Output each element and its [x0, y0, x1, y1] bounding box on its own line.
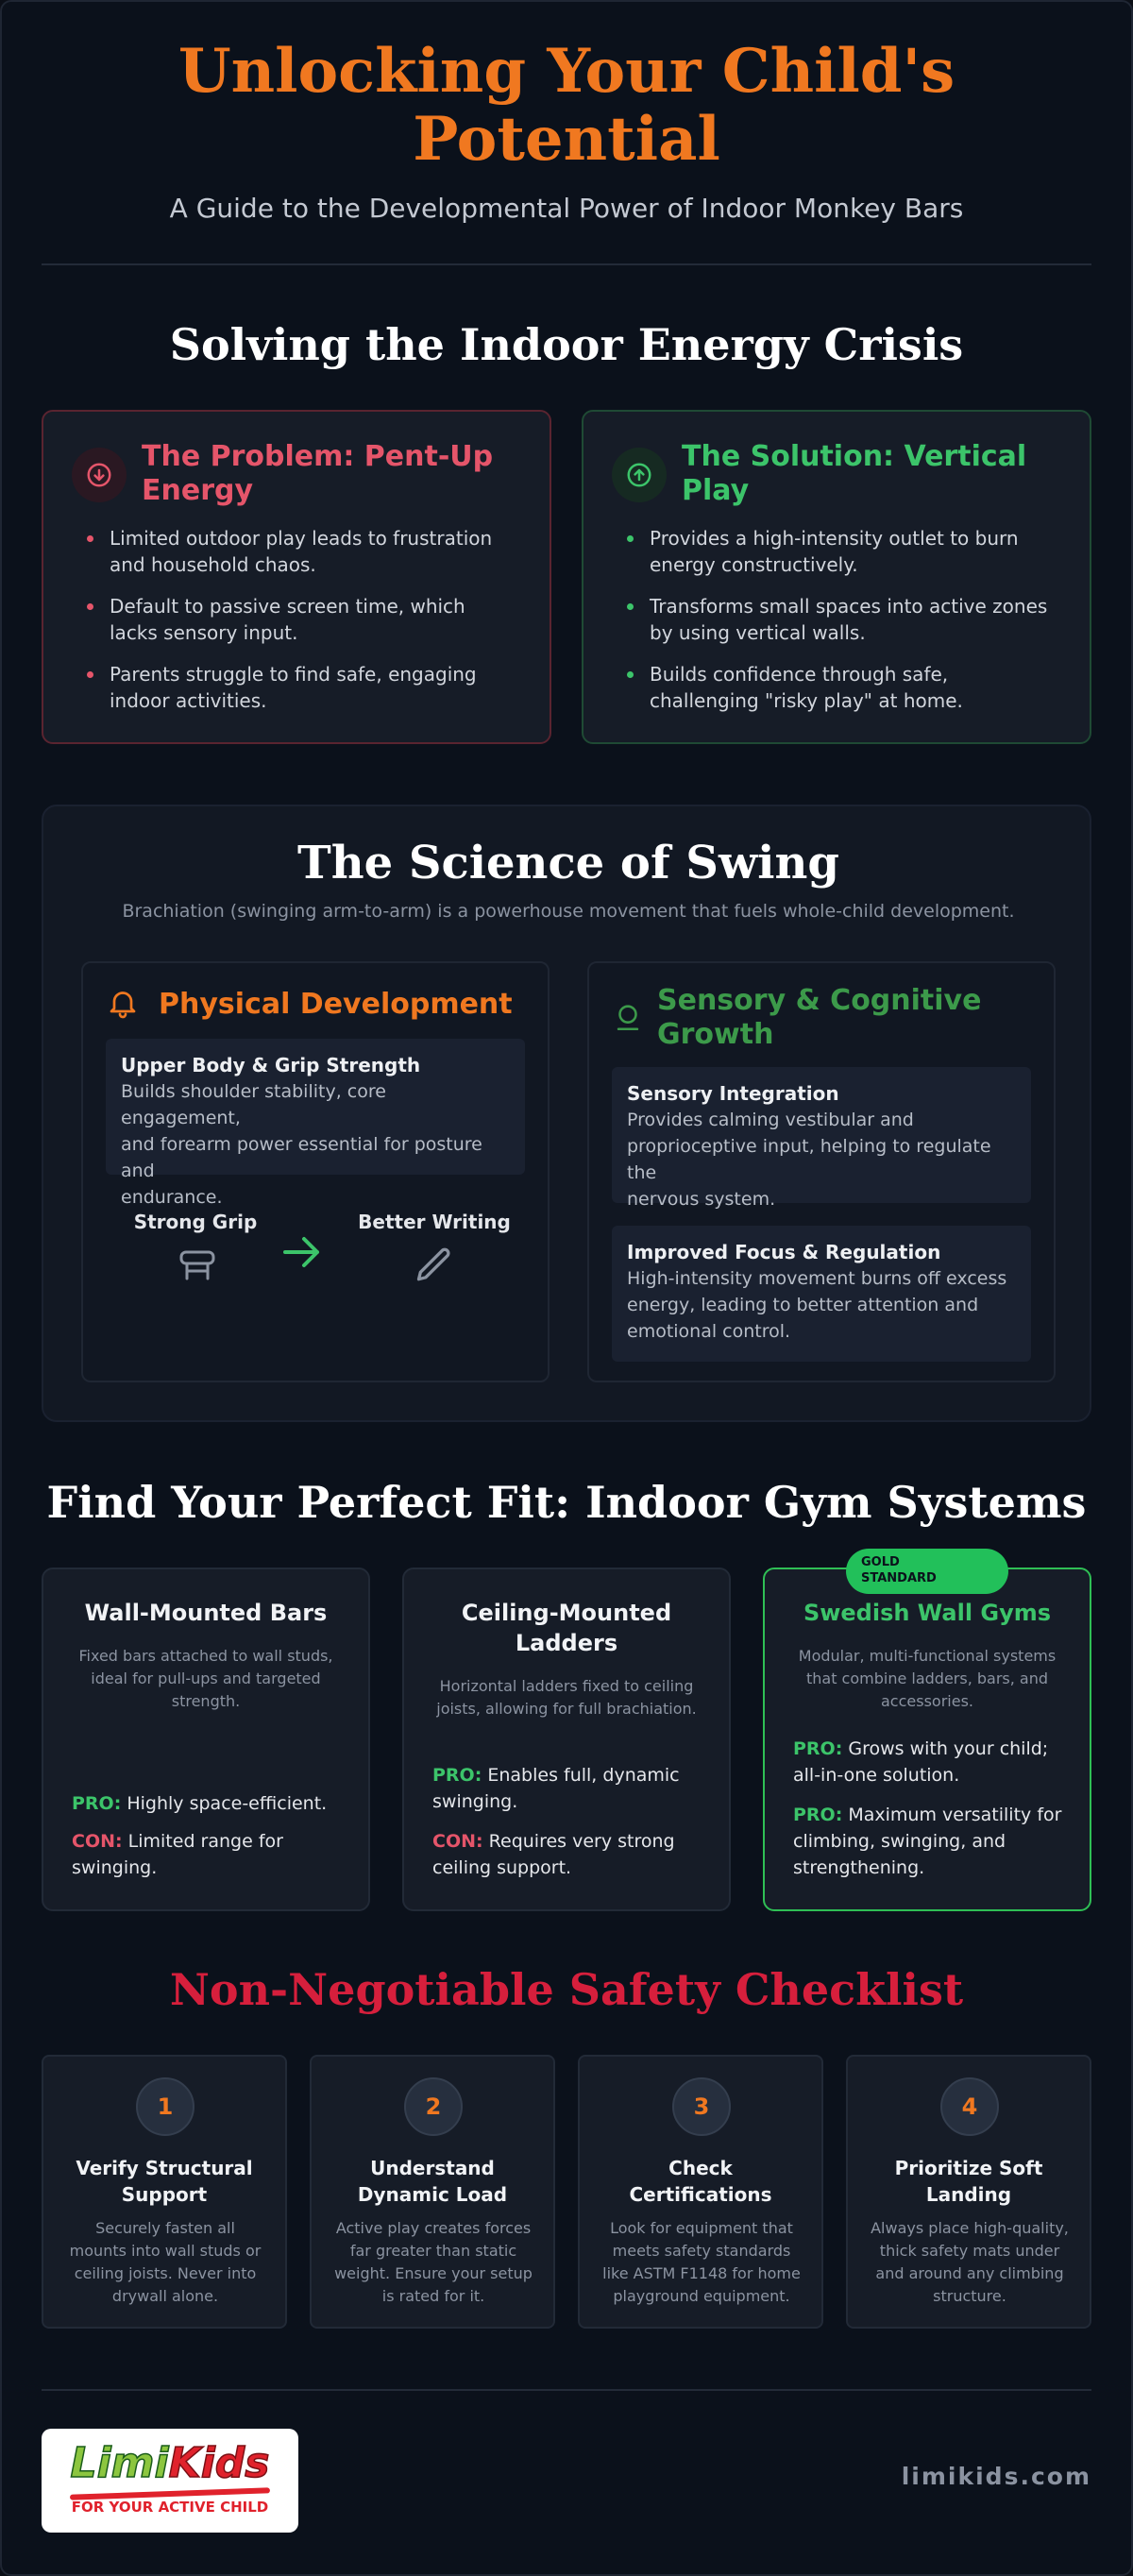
pro-text: PRO: Highly space-efficient. [72, 1793, 328, 1814]
problem-heading: The Problem: Pent-Up Energy [142, 440, 494, 507]
bell-icon [106, 986, 140, 1024]
arrow-down-circle-icon [72, 448, 127, 502]
swedish-wall-card: GOLD STANDARD Swedish Wall Gyms Modular,… [763, 1549, 1091, 1911]
gym-title: Wall-Mounted Bars [84, 1600, 328, 1626]
grip-strength-item: Upper Body & Grip Strength Builds should… [106, 1039, 525, 1208]
section-title-gyms: Find Your Perfect Fit: Indoor Gym System… [46, 1477, 1087, 1528]
item-desc: Provides calming vestibular and proprioc… [627, 1110, 991, 1210]
solution-heading: The Solution: Vertical Play [682, 440, 1027, 507]
item-desc: High-intensity movement burns off excess… [627, 1268, 1007, 1342]
gym-desc: Modular, multi-functional systems that c… [798, 1647, 1057, 1710]
strong-grip-label: Strong Grip [133, 1211, 258, 1233]
page-subtitle: A Guide to the Developmental Power of In… [169, 193, 964, 224]
pencil-icon [414, 1245, 455, 1290]
physical-card: Physical Development Upper Body & Grip S… [81, 961, 550, 1382]
ceiling-mounted-card: Ceiling-Mounted Ladders Horizontal ladde… [402, 1568, 731, 1911]
item-title: Upper Body & Grip Strength [121, 1054, 421, 1076]
step-number: 2 [404, 2077, 463, 2136]
list-item: Provides a high-intensity outlet to burn… [625, 525, 1069, 578]
gym-desc: Fixed bars attached to wall studs, ideal… [78, 1647, 333, 1710]
item-title: Improved Focus & Regulation [627, 1241, 941, 1263]
divider [42, 263, 1091, 265]
head-icon [612, 1001, 644, 1037]
section-title-safety: Non-Negotiable Safety Checklist [169, 1964, 964, 2015]
safety-desc: Always place high-quality,thick safety m… [871, 2219, 1069, 2305]
solution-list: Provides a high-intensity outlet to burn… [625, 525, 1069, 729]
list-item: Transforms small spaces into active zone… [625, 593, 1069, 646]
science-subtitle: Brachiation (swinging arm-to-arm) is a p… [122, 901, 1015, 922]
gold-standard-badge: GOLD STANDARD [846, 1549, 1008, 1594]
website-link[interactable]: limikids.com [901, 2463, 1091, 2490]
better-writing-label: Better Writing [358, 1211, 511, 1233]
gym-title: Ceiling-Mounted Ladders [461, 1600, 672, 1656]
list-item: Builds confidence through safe,challengi… [625, 661, 1069, 714]
section-title-science: The Science of Swing [297, 837, 839, 890]
solution-card: The Solution: Vertical Play Provides a h… [582, 410, 1091, 744]
logo-tagline: FOR YOUR ACTIVE CHILD [71, 2499, 269, 2516]
focus-regulation-item: Improved Focus & Regulation High-intensi… [612, 1226, 1031, 1362]
divider [42, 2389, 1091, 2391]
grip-bar-icon [178, 1246, 217, 1288]
limikids-logo[interactable]: LimiKids FOR YOUR ACTIVE CHILD [42, 2429, 298, 2533]
item-desc: Builds shoulder stability, core engageme… [121, 1081, 482, 1208]
sensory-heading: Sensory & Cognitive Growth [657, 984, 982, 1051]
pro-text: PRO: Grows with your child;all-in-one so… [793, 1738, 1049, 1786]
step-number: 3 [672, 2077, 731, 2136]
gym-desc: Horizontal ladders fixed to ceiling jois… [436, 1677, 697, 1718]
physical-heading: Physical Development [159, 988, 513, 1021]
arrow-right-icon [279, 1231, 325, 1277]
science-section: The Science of Swing Brachiation (swingi… [42, 805, 1091, 1422]
problem-list: Limited outdoor play leads to frustratio… [85, 525, 529, 729]
step-number: 1 [136, 2077, 194, 2136]
sensory-integration-item: Sensory Integration Provides calming ves… [612, 1067, 1031, 1210]
item-title: Sensory Integration [627, 1082, 839, 1105]
logo-wordmark: LimiKids [70, 2439, 270, 2488]
gym-title: Swedish Wall Gyms [803, 1600, 1052, 1626]
arrow-up-circle-icon [612, 448, 667, 502]
wall-mounted-card: Wall-Mounted Bars Fixed bars attached to… [42, 1568, 370, 1911]
problem-card: The Problem: Pent-Up Energy Limited outd… [42, 410, 551, 744]
sensory-card: Sensory & Cognitive Growth Sensory Integ… [587, 961, 1056, 1382]
section-title-crisis: Solving the Indoor Energy Crisis [169, 319, 964, 370]
list-item: Limited outdoor play leads to frustratio… [85, 525, 529, 578]
step-number: 4 [940, 2077, 999, 2136]
page-title: Unlocking Your Child's Potential [178, 36, 955, 175]
